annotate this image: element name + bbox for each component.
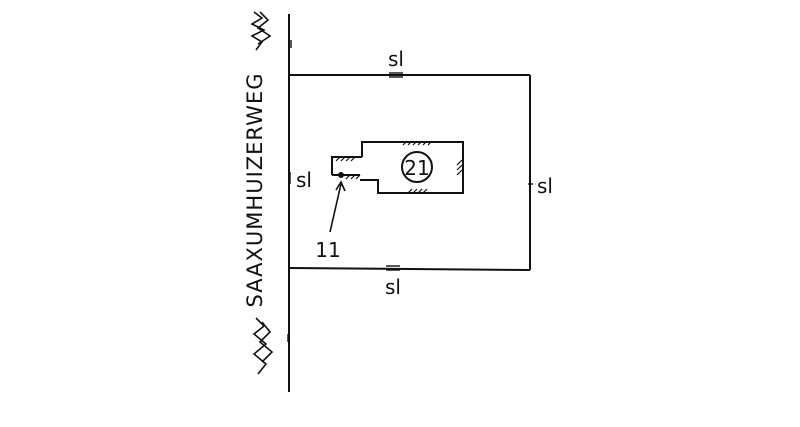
- reference-number: 11: [315, 238, 340, 262]
- break-mark-bottom: [252, 317, 274, 375]
- wall-hatching: [335, 140, 463, 194]
- boundary-label-bottom: sl: [385, 275, 401, 299]
- house-number: 21: [404, 156, 429, 180]
- house-number-circle: [401, 151, 433, 183]
- boundary-marks: [386, 72, 533, 271]
- boundary-label-top: sl: [388, 47, 404, 71]
- boundary-label-right: sl: [537, 174, 553, 198]
- street-ticks: [287, 40, 292, 342]
- building-outline: [331, 141, 464, 194]
- reference-arrow: [329, 180, 346, 233]
- boundary-label-left: sl: [296, 168, 312, 192]
- street-name: SAAXUMHUIZERWEG: [243, 73, 267, 308]
- break-mark-top: [250, 11, 272, 51]
- parcel-boundary: [288, 74, 531, 271]
- reference-point: [338, 172, 344, 178]
